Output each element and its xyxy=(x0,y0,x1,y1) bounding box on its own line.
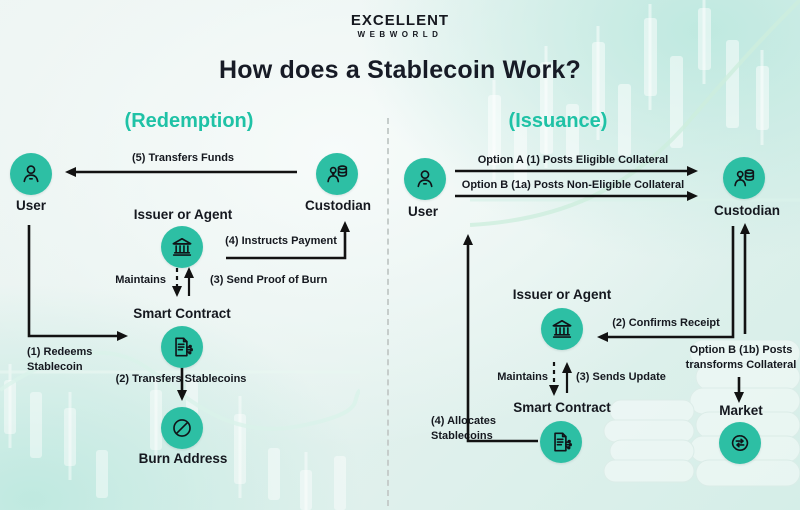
section-title-issuance: (Issuance) xyxy=(508,110,608,132)
node-label-custodian-redemption: Custodian xyxy=(305,198,371,213)
flow-label-option-b-1b: Option B (1b) Posts transforms Collatera… xyxy=(686,343,797,373)
flow-label-maintains-issuance: Maintains xyxy=(497,371,548,383)
bank-icon xyxy=(552,319,572,338)
section-title-redemption: (Redemption) xyxy=(124,110,254,132)
node-burn-address xyxy=(161,407,203,449)
user-icon xyxy=(417,170,433,188)
prohibition-icon xyxy=(173,419,191,437)
node-market xyxy=(719,422,761,464)
flow-label-redeems-stablecoin: (1) Redeems Stablecoin xyxy=(27,345,92,375)
brand-logo: EXCELLENT WEBWORLD xyxy=(0,12,800,39)
node-label-burn-address: Burn Address xyxy=(138,451,228,466)
node-custodian-issuance xyxy=(723,157,765,199)
flow-label-option-b-1b-line2: transforms Collateral xyxy=(685,359,797,371)
node-user-redemption xyxy=(10,153,52,195)
node-issuer-issuance xyxy=(541,308,583,350)
section-divider xyxy=(387,118,389,506)
arrow-redeems-stablecoin xyxy=(27,225,128,341)
node-label-user-redemption: User xyxy=(15,198,47,213)
node-issuer-redemption xyxy=(161,226,203,268)
flow-label-send-proof-of-burn: (3) Send Proof of Burn xyxy=(210,274,328,286)
exchange-icon xyxy=(731,435,749,451)
flow-label-option-b-1a: Option B (1a) Posts Non-Eligible Collate… xyxy=(461,179,685,191)
brand-logo-line1: EXCELLENT xyxy=(350,12,450,29)
flow-label-transfers-funds: (5) Transfers Funds xyxy=(131,152,235,164)
flow-label-allocates-stablecoins: (4) Allocates Stablecoins xyxy=(431,414,496,444)
arrow-confirms-receipt xyxy=(597,226,735,342)
node-label-issuer-redemption: Issuer or Agent xyxy=(133,207,233,222)
node-label-custodian-issuance: Custodian xyxy=(714,203,780,218)
flow-label-option-a: Option A (1) Posts Eligible Collateral xyxy=(477,154,669,166)
flow-label-sends-update: (3) Sends Update xyxy=(576,371,666,383)
smart-contract-icon xyxy=(554,432,572,452)
custodian-icon xyxy=(327,165,348,183)
flow-label-redeems-line1: (1) Redeems xyxy=(27,346,93,358)
node-label-smart-contract-redemption: Smart Contract xyxy=(133,306,231,321)
node-label-user-issuance: User xyxy=(407,204,439,219)
flow-label-confirms-receipt: (2) Confirms Receipt xyxy=(612,317,720,329)
user-icon xyxy=(23,165,39,183)
bank-icon xyxy=(172,237,192,256)
node-label-issuer-issuance: Issuer or Agent xyxy=(512,287,612,302)
node-custodian-redemption xyxy=(316,153,358,195)
node-label-smart-contract-issuance: Smart Contract xyxy=(513,400,611,415)
node-smart-contract-issuance xyxy=(540,421,582,463)
smart-contract-icon xyxy=(175,337,193,357)
flow-label-allocates-line2: Stablecoins xyxy=(431,430,493,442)
flow-label-allocates-line1: (4) Allocates xyxy=(431,415,497,427)
node-label-market: Market xyxy=(719,403,763,418)
brand-logo-line2: WEBWORLD xyxy=(357,30,443,39)
flow-label-option-b-1b-line1: Option B (1b) Posts xyxy=(689,344,793,356)
node-smart-contract-redemption xyxy=(161,326,203,368)
node-user-issuance xyxy=(404,158,446,200)
flow-label-redeems-line2: Stablecoin xyxy=(27,361,83,373)
flow-label-instructs-payment: (4) Instructs Payment xyxy=(225,235,337,247)
arrow-instructs-payment xyxy=(226,221,350,260)
flow-label-maintains-redemption: Maintains xyxy=(115,274,166,286)
custodian-icon xyxy=(734,169,755,187)
page-title: How does a Stablecoin Work? xyxy=(219,56,581,84)
arrow-allocates-stablecoins xyxy=(463,234,538,443)
